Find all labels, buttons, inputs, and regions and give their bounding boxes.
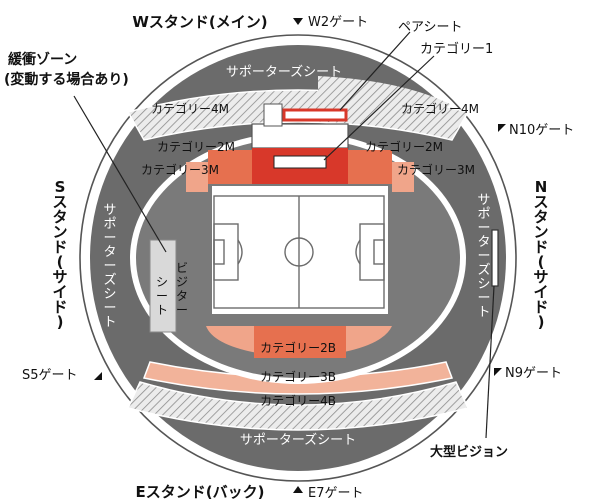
- vertical-char: ): [538, 313, 545, 331]
- vertical-char: ン: [533, 223, 548, 241]
- vertical-char: ス: [52, 193, 67, 211]
- main-stand-structure: [251, 123, 349, 149]
- category3b-label: カテゴリー3B: [260, 369, 336, 384]
- category1b-block: [254, 326, 346, 358]
- vertical-char: ー: [477, 249, 490, 264]
- vertical-char: (: [538, 253, 545, 271]
- vertical-char: ジ: [176, 275, 188, 289]
- pair-seat-marker[interactable]: [282, 108, 348, 122]
- vertical-char: ド: [533, 298, 548, 316]
- vertical-char: ト: [477, 305, 490, 320]
- big-vision-label: 大型ビジョン: [430, 444, 508, 460]
- vertical-char: ス: [533, 193, 548, 211]
- vertical-char: ー: [103, 301, 116, 316]
- category2b-label: カテゴリー2B: [260, 340, 336, 355]
- supporter-seat-top-label: サポーターズシート: [226, 64, 342, 80]
- n10-gate-arrow-icon: [498, 124, 506, 132]
- category3m-left-block: [186, 162, 208, 192]
- vertical-char: サ: [477, 193, 490, 208]
- vertical-char: ド: [533, 238, 548, 256]
- n9-gate-label: N9ゲート: [505, 366, 562, 381]
- category3m-right-block: [392, 162, 414, 192]
- category2m-left-block: [208, 150, 252, 184]
- category2m-right-label: カテゴリー2M: [365, 139, 443, 154]
- vertical-char: タ: [176, 289, 188, 303]
- vertical-char: ン: [52, 223, 67, 241]
- category4m-right-label: カテゴリー4M: [401, 101, 479, 116]
- media-box: [273, 155, 327, 169]
- buffer-zone-leader: [73, 95, 167, 253]
- category2m-right-block: [348, 150, 392, 184]
- vertical-char: ー: [477, 221, 490, 236]
- category1-label: カテゴリー1: [420, 41, 493, 57]
- vertical-char: ): [57, 313, 64, 331]
- vertical-char: サ: [52, 268, 67, 286]
- vertical-char: シ: [477, 277, 490, 292]
- category4m-left-label: カテゴリー4M: [151, 101, 229, 116]
- vertical-char: (: [57, 253, 64, 271]
- category4b-label: カテゴリー4B: [260, 393, 336, 408]
- pair-seat-leader: [339, 31, 411, 111]
- east-stand-label: Eスタンド(バック): [136, 483, 265, 501]
- vertical-char: ー: [103, 231, 116, 246]
- vertical-char: ポ: [477, 207, 490, 222]
- vertical-char: サ: [103, 203, 116, 218]
- n10-gate-label: N10ゲート: [509, 123, 574, 138]
- west-stand-label: Wスタンド(メイン): [132, 13, 267, 31]
- supporter-seat-bottom-label: サポーターズシート: [240, 432, 356, 448]
- category3m-left-label: カテゴリー3M: [141, 162, 219, 177]
- supporter-seat-right-label: サポーターズシート: [477, 193, 490, 320]
- vertical-char: ポ: [103, 217, 116, 232]
- royal-box: [263, 103, 283, 127]
- w2-gate-arrow-icon: [293, 18, 303, 25]
- vertical-char: ー: [176, 303, 188, 317]
- vertical-char: サ: [533, 268, 548, 286]
- vertical-char: ト: [103, 315, 116, 330]
- w2-gate-label: W2ゲート: [308, 15, 368, 30]
- vertical-char: ー: [156, 289, 168, 303]
- vertical-char: ー: [103, 259, 116, 274]
- big-vision-leader: [485, 285, 495, 439]
- vertical-char: S: [55, 178, 66, 196]
- vision-seat-block: [149, 239, 177, 333]
- n9-gate-arrow-icon: [494, 368, 502, 376]
- vertical-char: ー: [477, 291, 490, 306]
- vertical-char: シ: [156, 275, 168, 289]
- buffer-zone-note: (変動する場合あり): [4, 71, 129, 88]
- pair-seat-label: ペアシート: [398, 20, 462, 35]
- vertical-char: タ: [103, 245, 116, 260]
- vertical-char: N: [535, 178, 548, 196]
- category3m-right-label: カテゴリー3M: [397, 162, 475, 177]
- category2m-left-label: カテゴリー2M: [157, 139, 235, 154]
- vertical-char: ド: [52, 298, 67, 316]
- vertical-char: ト: [156, 303, 168, 317]
- s5-gate-label: S5ゲート: [22, 368, 78, 383]
- vertical-char: シ: [103, 287, 116, 302]
- vertical-char: タ: [533, 208, 548, 226]
- vertical-char: イ: [52, 283, 67, 301]
- supporter-seat-left-label: サポーターズシート: [103, 203, 116, 330]
- vertical-char: ビ: [176, 261, 188, 275]
- big-vision-screen[interactable]: [491, 229, 499, 287]
- supporter-top-hatch-right: [318, 76, 450, 118]
- vertical-char: ズ: [103, 272, 116, 288]
- vertical-char: タ: [477, 235, 490, 250]
- category4b-hatch-area: [126, 381, 470, 431]
- soccer-pitch: [213, 195, 385, 309]
- s5-gate-arrow-icon: [94, 372, 102, 380]
- category1-leader: [323, 55, 435, 161]
- e7-gate-arrow-icon: [293, 486, 303, 493]
- vertical-char: ズ: [477, 262, 490, 278]
- vertical-char: イ: [533, 283, 548, 301]
- vertical-char: タ: [52, 208, 67, 226]
- vertical-char: ド: [52, 238, 67, 256]
- vision-seat-label-2: シート: [156, 275, 168, 317]
- buffer-zone-label: 緩衝ゾーン: [8, 51, 77, 68]
- e7-gate-label: E7ゲート: [308, 486, 364, 501]
